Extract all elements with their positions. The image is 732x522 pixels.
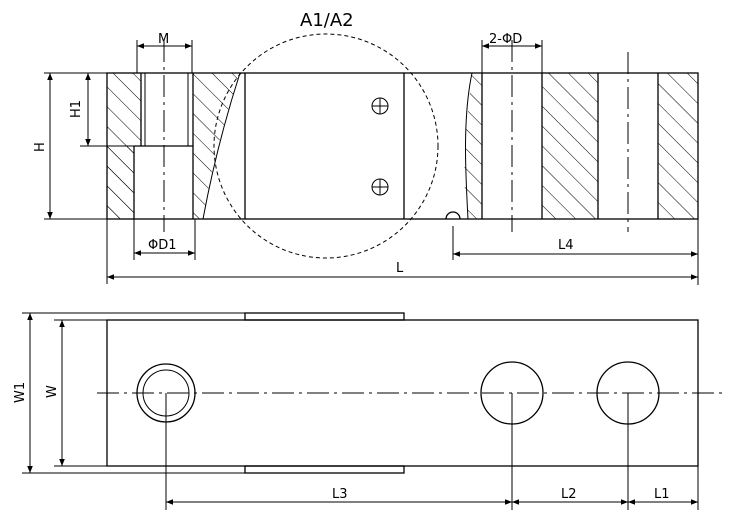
hatch-middle-block	[542, 73, 598, 219]
h-label: H	[33, 142, 48, 152]
l1-label: L1	[654, 487, 670, 502]
gauge-cover-bottom	[244, 465, 405, 474]
l4-label: L4	[558, 238, 574, 253]
l2-label: L2	[561, 487, 577, 502]
notch	[445, 211, 461, 220]
two-phi-d-label: 2-ΦD	[489, 32, 522, 47]
top-view: W1 W L3 L2 L1	[13, 312, 722, 510]
w1-label: W1	[13, 382, 28, 403]
gauge-bottom-icon	[371, 178, 389, 196]
w-label: W	[45, 385, 60, 398]
h1-label: H1	[69, 100, 84, 118]
gauge-top-icon	[371, 97, 389, 115]
l-label: L	[396, 261, 404, 276]
m-label: M	[158, 32, 169, 47]
counterbore-bore	[141, 73, 193, 146]
detail-label: A1/A2	[300, 10, 354, 31]
hatch-right-break	[464, 73, 482, 219]
l3-label: L3	[332, 487, 348, 502]
hatch-left-break	[193, 73, 240, 219]
detail-circle	[213, 33, 439, 259]
hatch-right-block	[658, 73, 698, 219]
gauge-cover-top	[244, 312, 405, 321]
front-view: A1/A2 M 2-ΦD H1 H ΦD1 L4 L	[33, 10, 699, 285]
phi-d1-label: ΦD1	[148, 238, 177, 253]
